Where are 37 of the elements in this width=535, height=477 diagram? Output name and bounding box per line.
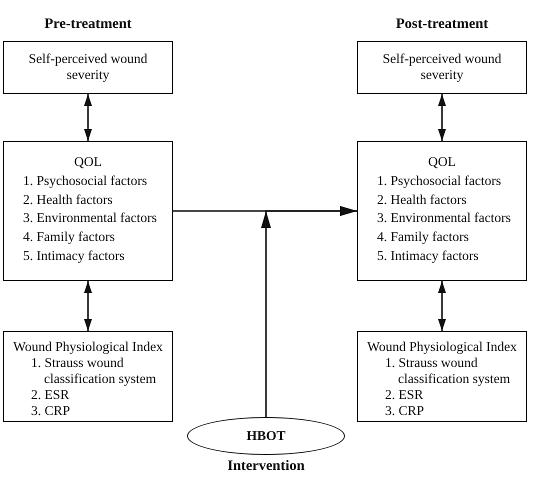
concept-box — [3, 331, 173, 422]
box-title: QOL — [74, 153, 102, 171]
concept-box — [3, 41, 173, 94]
list-item: 1. Strauss wound classification system — [31, 355, 158, 387]
arrow — [261, 206, 357, 417]
list-item: 5. Intimacy factors — [23, 246, 125, 265]
ellipse-label: HBOT — [246, 428, 286, 444]
list-item: 2. ESR — [31, 387, 70, 403]
box-text: Self-perceived wound severity — [28, 50, 148, 82]
concept-box — [3, 141, 173, 281]
box-title: Wound Physiological Index — [13, 339, 163, 355]
list-item: 2. Health factors — [23, 190, 113, 209]
list-item: 2. Health factors — [377, 190, 467, 209]
concept-box — [357, 141, 527, 281]
list-item: 5. Intimacy factors — [377, 246, 479, 265]
list-item: 1. Strauss wound classification system — [385, 355, 512, 387]
concept-box — [357, 41, 527, 94]
list-item: 4. Family factors — [23, 228, 115, 246]
double-arrow — [438, 94, 446, 141]
list-item: 3. Environmental factors — [377, 209, 511, 228]
box-text: Self-perceived wound severity — [382, 50, 502, 82]
column-heading: Pre-treatment — [44, 16, 132, 33]
list-item: 3. CRP — [385, 403, 424, 419]
box-title: QOL — [428, 153, 456, 171]
box-title: Wound Physiological Index — [367, 339, 517, 355]
list-item: 2. ESR — [385, 387, 424, 403]
list-item: 1. Psychosocial factors — [23, 172, 148, 190]
double-arrow — [84, 281, 92, 331]
column-heading: Post-treatment — [396, 16, 488, 33]
list-item: 1. Psychosocial factors — [377, 172, 502, 190]
caption-text: Intervention — [227, 458, 305, 475]
concept-box — [357, 331, 527, 422]
list-item: 4. Family factors — [377, 228, 469, 246]
double-arrow — [438, 281, 446, 331]
list-item: 3. CRP — [31, 403, 70, 419]
list-item: 3. Environmental factors — [23, 209, 157, 228]
double-arrow — [84, 94, 92, 141]
